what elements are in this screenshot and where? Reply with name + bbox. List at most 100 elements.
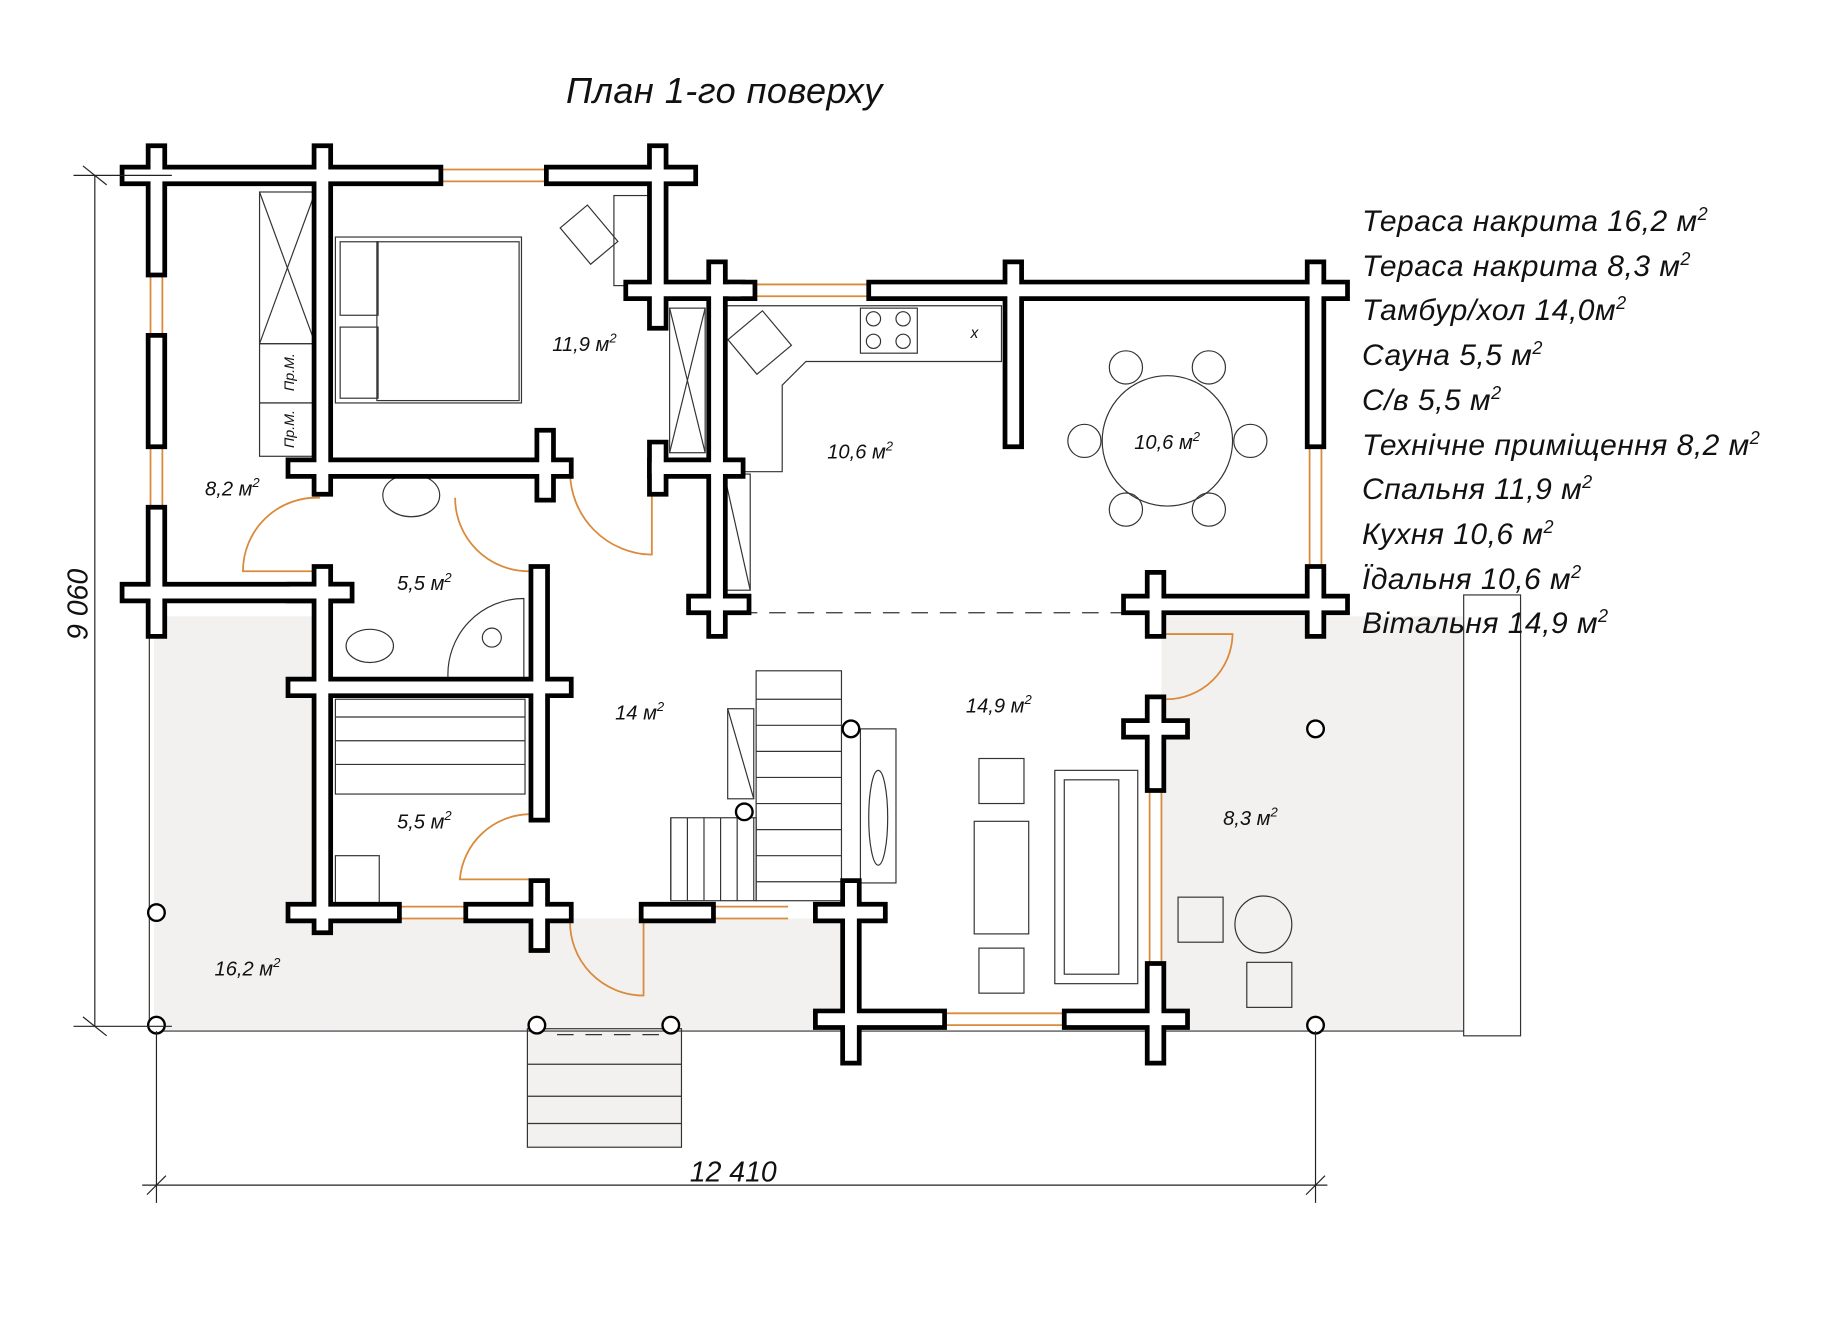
plan-title: План 1-го поверху (566, 70, 883, 111)
dimension-tick (82, 165, 108, 186)
legend-text: Тамбур/хол 14,0м (1362, 294, 1617, 328)
cabinet (727, 708, 755, 800)
sup: 2 (1192, 429, 1201, 444)
sup: 2 (656, 699, 665, 714)
sauna-stove (334, 855, 380, 910)
room-label-bedroom-text: 11,9 м (552, 334, 609, 356)
sup: 2 (251, 475, 260, 490)
legend-text: Тераса накрита 8,3 м (1362, 249, 1681, 283)
windows (149, 168, 1323, 1027)
legend-sup: 2 (1680, 248, 1691, 269)
room-label-living: 14,9 м2 (966, 692, 1033, 717)
porch-steps (526, 1028, 683, 1148)
room-label-wc-text: 5,5 м (397, 573, 445, 595)
terrace-area (527, 1028, 682, 1148)
terrace-table (1234, 895, 1293, 954)
door-swing (569, 919, 645, 997)
drain (481, 627, 502, 648)
fridge-label-text: Пр.М. (282, 353, 298, 391)
legend-sup: 2 (1749, 427, 1761, 448)
dimension-tick (82, 1016, 108, 1037)
door-swing (1166, 633, 1234, 701)
chair (559, 204, 619, 266)
legend-item: Технічне приміщення 8,2 м2 (1362, 420, 1760, 465)
sup: 2 (272, 955, 281, 970)
dining-chair (1108, 350, 1144, 385)
room-label-tech-text: 8,2 м (205, 478, 253, 500)
room-label-terrace-right-text: 8,3 м (1223, 808, 1271, 830)
pillow (339, 326, 379, 399)
legend-text: Сауна 5,5 м (1362, 339, 1533, 373)
dimension-height-text: 9 060 (63, 569, 95, 640)
terrace-chair (1246, 961, 1293, 1008)
post (1306, 1015, 1326, 1035)
room-label-bedroom: 11,9 м2 (552, 331, 617, 356)
legend-text: Тераса накрита 16,2 м (1362, 205, 1698, 238)
burner (865, 311, 882, 327)
legend-sup: 2 (1616, 293, 1627, 314)
dining-chair (1191, 492, 1227, 527)
post (1306, 719, 1326, 739)
door-swing (569, 465, 653, 556)
door-swing (242, 496, 321, 573)
room-label-hall: 14 м2 (615, 699, 665, 724)
legend-sup: 2 (1532, 338, 1543, 359)
dimension-height: 9 060 (63, 569, 95, 640)
room-label-terrace-right: 8,3 м2 (1223, 805, 1278, 830)
room-label-kitchen: 10,6 м2 (827, 438, 894, 463)
stove (859, 307, 918, 354)
terrace-area (1161, 616, 1464, 1032)
sofa-seat (1063, 779, 1120, 975)
posts (146, 719, 1326, 1035)
dimension-width: 12 410 (690, 1157, 777, 1189)
fireplace (859, 728, 897, 884)
kitchen-mark: x (970, 325, 980, 342)
stairs (755, 670, 843, 902)
terrace-chair (1177, 896, 1224, 943)
room-label-sauna-text: 5,5 м (397, 811, 445, 833)
dimension-lines (73, 165, 1328, 1203)
stairs-lower (670, 817, 757, 902)
sup: 2 (443, 808, 452, 823)
room-label-living-text: 14,9 м (966, 695, 1025, 717)
post (527, 1015, 547, 1035)
legend-sup: 2 (1571, 561, 1582, 582)
legend-item: Кухня 10,6 м2 (1362, 509, 1760, 554)
washbasin (382, 473, 441, 518)
walls-fill (124, 148, 1346, 1061)
fireplace-grate (868, 769, 889, 866)
toilet (345, 628, 395, 664)
kitchen-sink (727, 309, 793, 376)
room-label-dining-text: 10,6 м (1134, 432, 1193, 454)
door-swing (458, 813, 529, 881)
dimension-tick (146, 1175, 167, 1196)
dining-chair (1108, 492, 1144, 527)
cabinet-x (723, 473, 751, 591)
pillow (339, 241, 379, 316)
kitchen-mark-text: x (970, 325, 980, 342)
sup: 2 (1023, 692, 1032, 707)
room-label-terrace-left-text: 16,2 м (215, 958, 274, 980)
dimension-width-text: 12 410 (690, 1157, 777, 1189)
room-label-terrace-left: 16,2 м2 (215, 955, 282, 980)
fridge-label: Пр.М. (282, 353, 298, 391)
post (146, 1015, 166, 1035)
burner (895, 333, 911, 350)
bed (334, 236, 523, 404)
legend-sup: 2 (1697, 204, 1709, 224)
fridge-label: Пр.М. (282, 410, 298, 448)
room-label-dining: 10,6 м2 (1134, 429, 1201, 454)
coffee-table (973, 820, 1030, 935)
legend-text: Їдальня 10,6 м (1362, 562, 1572, 596)
wardrobe-x (669, 307, 706, 453)
legend-text: Спальня 11,9 м (1362, 473, 1583, 507)
mattress (376, 241, 520, 402)
sup: 2 (885, 438, 894, 453)
armchair (978, 757, 1025, 805)
sup: 2 (443, 570, 452, 585)
dimension-tick (1305, 1175, 1326, 1196)
room-label-wc: 5,5 м2 (397, 570, 452, 595)
cabinet-x (727, 708, 755, 799)
